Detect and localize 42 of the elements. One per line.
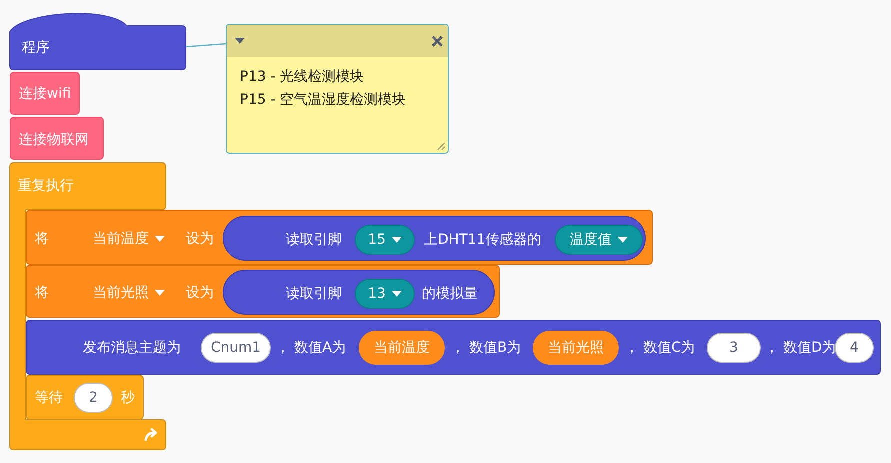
loop-block xyxy=(10,163,166,450)
set-variable-block xyxy=(26,265,500,318)
block-label: 设为 xyxy=(186,284,214,303)
block-label: 等待 xyxy=(35,389,63,408)
block-label: 连接物联网 xyxy=(19,131,89,150)
command-block xyxy=(10,72,80,115)
set-variable-block xyxy=(26,210,653,265)
block-label: 重复执行 xyxy=(18,177,74,196)
block-label: 的模拟量 xyxy=(422,285,478,304)
block-label: 发布消息主题为 xyxy=(83,339,181,358)
note-text: P15 - 空气温湿度检测模块 xyxy=(240,91,406,110)
block-label: ， 数值C为 xyxy=(625,339,696,358)
dropdown-field: 15 xyxy=(355,225,415,255)
reporter-block xyxy=(223,216,646,261)
block-label: 秒 xyxy=(121,389,135,408)
wait-block xyxy=(26,375,144,420)
block-label: 设为 xyxy=(186,230,214,249)
command-block xyxy=(10,117,104,160)
input-field: 3 xyxy=(707,333,761,363)
hat-block xyxy=(10,10,186,70)
dropdown-field: 温度值 xyxy=(555,225,643,255)
note-text: P13 - 光线检测模块 xyxy=(240,68,364,87)
comment-connector xyxy=(186,43,226,48)
variable-reporter: 当前光照 xyxy=(533,331,619,365)
variable-reporter: 当前温度 xyxy=(359,331,445,365)
block-label: 将 xyxy=(35,230,49,249)
block-label: 读取引脚 xyxy=(286,285,342,304)
command-block xyxy=(26,320,881,375)
block-label: 连接wifi xyxy=(19,85,72,104)
input-field: 2 xyxy=(74,383,113,413)
block-label: 程序 xyxy=(22,39,50,58)
block-label: ， 数值D为 xyxy=(765,339,836,358)
block-label: ， 数值A为 xyxy=(276,339,346,358)
block-label: ， 数值B为 xyxy=(451,339,522,358)
dropdown-field: 13 xyxy=(355,279,415,309)
input-field: Cnum1 xyxy=(201,333,271,363)
input-field: 4 xyxy=(835,333,874,363)
block-label: 读取引脚 xyxy=(286,231,342,250)
reporter-block xyxy=(223,270,495,315)
block-label: 上DHT11传感器的 xyxy=(424,231,542,250)
comment-note xyxy=(226,24,449,154)
block-label: 将 xyxy=(35,284,49,303)
